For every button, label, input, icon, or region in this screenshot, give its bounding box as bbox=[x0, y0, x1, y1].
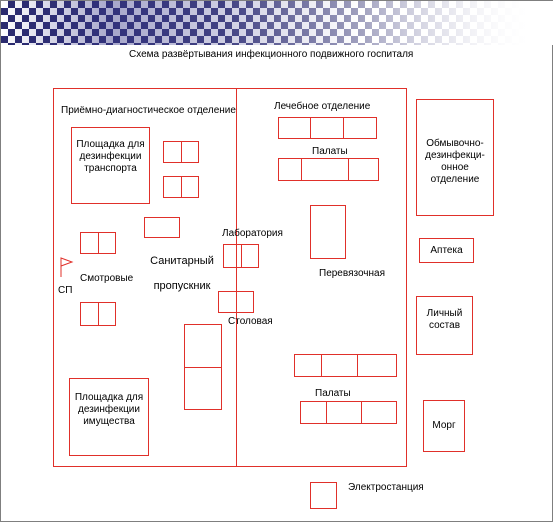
reception-dept-label: Приёмно-диагностическое отделение bbox=[61, 105, 236, 116]
header-banner-fade bbox=[1, 1, 555, 45]
wards-bottom-upper-divider-1 bbox=[321, 354, 322, 377]
laboratory-tent-divider bbox=[241, 244, 242, 268]
tent-1-divider bbox=[181, 141, 182, 163]
sanitary-checkpoint-label: Санитарный пропускник bbox=[150, 255, 214, 292]
canteen-label: Столовая bbox=[228, 316, 273, 327]
sanitary-tent-small bbox=[144, 217, 180, 238]
treatment-dept-label: Лечебное отделение bbox=[274, 101, 371, 112]
canteen-tent-divider bbox=[236, 291, 237, 313]
diagram-title: Схема развёртывания инфекционного подвиж… bbox=[129, 49, 414, 60]
morgue-unit bbox=[423, 400, 465, 452]
wash-disinfection-unit bbox=[416, 99, 494, 216]
wards-bottom-tents-upper bbox=[294, 354, 397, 377]
exam-tent-bottom-divider bbox=[98, 302, 99, 326]
sp-label: СП bbox=[58, 285, 73, 296]
exam-rooms-label: Смотровые bbox=[80, 273, 134, 284]
wards-bottom-label: Палаты bbox=[315, 388, 351, 399]
staff-label: Личный состав bbox=[426, 308, 463, 331]
property-disinfection-pad bbox=[69, 378, 149, 456]
wards-bottom-lower-divider-1 bbox=[326, 401, 327, 424]
treatment-tents-divider-1 bbox=[310, 117, 311, 139]
power-station-label: Электростанция bbox=[348, 482, 424, 493]
morgue-label: Морг bbox=[432, 420, 456, 431]
laboratory-label: Лаборатория bbox=[222, 228, 283, 239]
wards-bottom-lower-divider-2 bbox=[361, 401, 362, 424]
hospital-main-area bbox=[53, 88, 407, 467]
dressing-room-label: Перевязочная bbox=[319, 268, 386, 279]
exam-tent-top-divider bbox=[98, 232, 99, 254]
staff-unit bbox=[416, 296, 473, 355]
property-disinfection-pad-label: Площадка для дезинфекции имущества bbox=[74, 392, 144, 427]
treatment-tents bbox=[278, 117, 377, 139]
tall-tent-divider bbox=[184, 367, 222, 368]
wards-top-divider-2 bbox=[348, 158, 349, 181]
treatment-tents-divider-2 bbox=[343, 117, 344, 139]
wards-top-tents bbox=[278, 158, 379, 181]
dressing-room-tent bbox=[310, 205, 346, 259]
transport-disinfection-pad-label: Площадка для дезинфекции транспорта bbox=[76, 139, 145, 174]
pharmacy-label: Аптека bbox=[430, 245, 463, 256]
wards-bottom-tents-lower bbox=[300, 401, 397, 424]
wards-bottom-upper-divider-2 bbox=[357, 354, 358, 377]
wards-top-label: Палаты bbox=[312, 146, 348, 157]
wash-disinfection-unit-label: Обмывочно-дезинфекци-онное отделение bbox=[425, 138, 485, 185]
flag-icon bbox=[60, 257, 74, 277]
tent-2-divider bbox=[181, 176, 182, 198]
pharmacy-unit bbox=[419, 238, 474, 263]
divider-line bbox=[236, 88, 237, 467]
wards-top-divider-1 bbox=[301, 158, 302, 181]
transport-disinfection-pad bbox=[71, 127, 150, 204]
power-station-unit bbox=[310, 482, 337, 509]
